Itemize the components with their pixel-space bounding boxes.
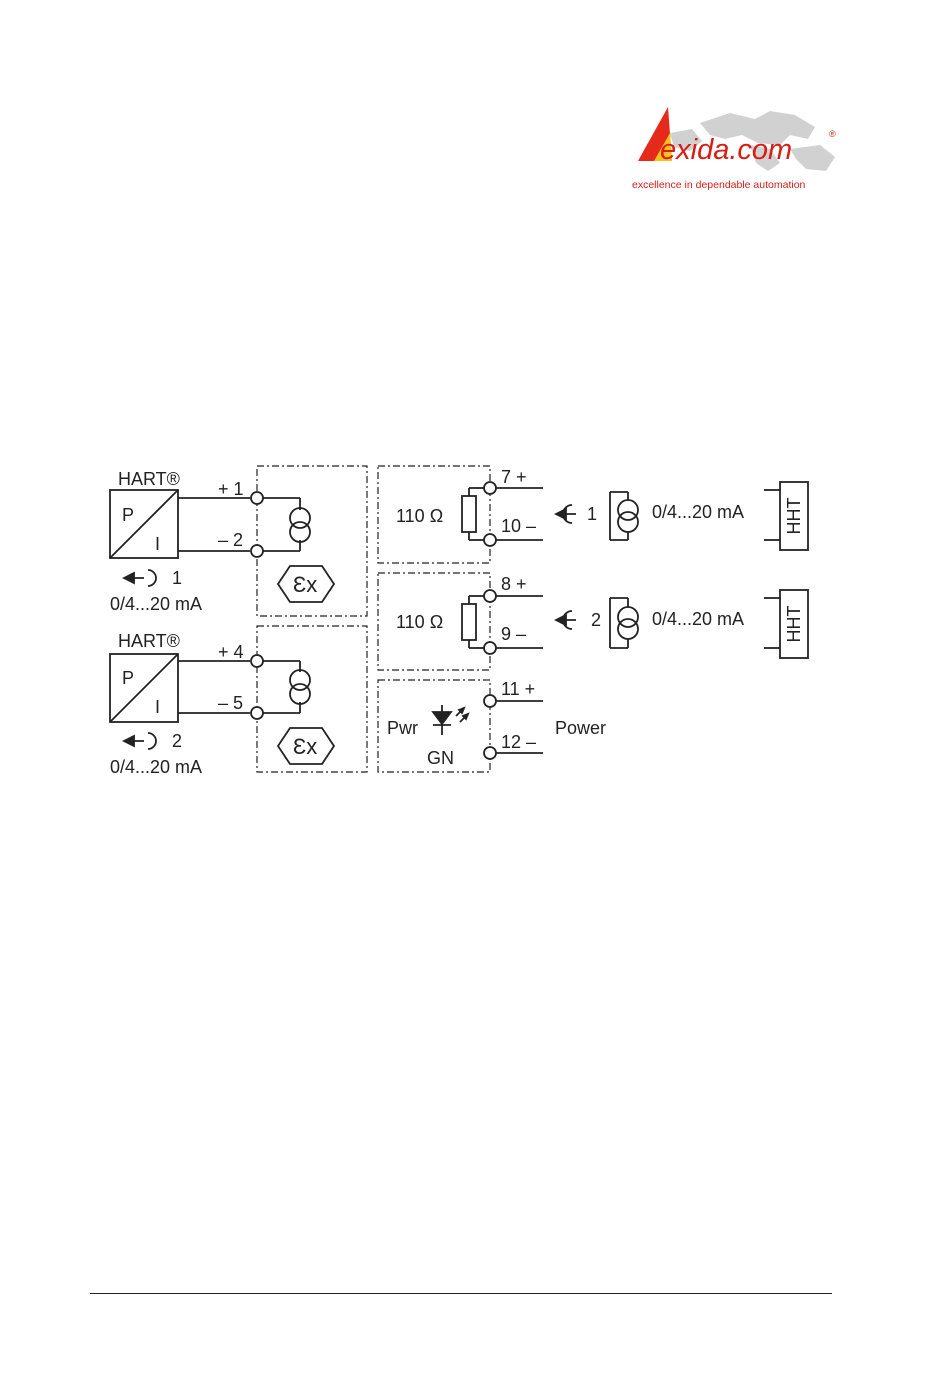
transmitter-p-label-2: P xyxy=(122,668,134,688)
led-icon xyxy=(433,705,468,735)
input-number-2: 2 xyxy=(172,731,182,751)
resistor-label-2: 110 Ω xyxy=(396,612,443,632)
terminal-10 xyxy=(484,534,496,546)
power-minus-label: 12 – xyxy=(501,732,536,752)
led-color-label: GN xyxy=(427,748,454,768)
input-range-2: 0/4...20 mA xyxy=(110,757,202,777)
terminal-7 xyxy=(484,482,496,494)
current-source-icon xyxy=(290,670,310,704)
output-current-source-icon xyxy=(610,492,638,540)
hart-label-1: HART® xyxy=(118,469,180,489)
output-number-2: 2 xyxy=(591,610,601,630)
transmitter-i-label-2: I xyxy=(155,697,160,717)
terminal-8 xyxy=(484,590,496,602)
output-arrow-icon xyxy=(556,505,576,523)
resistor-icon xyxy=(462,496,476,532)
output-range-2: 0/4...20 mA xyxy=(652,609,744,629)
power-label: Power xyxy=(555,718,606,738)
resistor-label-1: 110 Ω xyxy=(396,506,443,526)
transmitter-diagonal-2 xyxy=(110,654,178,722)
terminal-2 xyxy=(251,545,263,557)
output-minus-label-1: 10 – xyxy=(501,516,536,536)
transmitter-diagonal-1 xyxy=(110,490,178,558)
terminal-12 xyxy=(484,747,496,759)
output-range-1: 0/4...20 mA xyxy=(652,502,744,522)
resistor-icon xyxy=(462,604,476,640)
current-source-icon xyxy=(290,508,310,542)
terminal-plus-label-1: + 1 xyxy=(218,479,244,499)
input-arrow-icon xyxy=(124,733,156,749)
terminal-minus-label-2: – 5 xyxy=(218,693,243,713)
output-plus-label-1: 7 + xyxy=(501,467,527,487)
input-arrow-icon xyxy=(124,570,156,586)
terminal-4 xyxy=(251,655,263,667)
output-current-source-icon xyxy=(610,598,638,648)
terminal-5 xyxy=(251,707,263,719)
terminal-9 xyxy=(484,642,496,654)
input-number-1: 1 xyxy=(172,568,182,588)
channel-1 xyxy=(110,466,808,616)
output-number-1: 1 xyxy=(587,504,597,524)
hht-label-2: HHT xyxy=(784,606,804,643)
pwr-label: Pwr xyxy=(387,718,418,738)
input-range-1: 0/4...20 mA xyxy=(110,594,202,614)
power-plus-label: 11 + xyxy=(501,679,535,699)
transmitter-p-label-1: P xyxy=(122,505,134,525)
terminal-plus-label-2: + 4 xyxy=(218,642,244,662)
terminal-1 xyxy=(251,492,263,504)
transmitter-i-label-1: I xyxy=(155,534,160,554)
ex-symbol-1: Ɛx xyxy=(293,572,317,597)
output-minus-label-2: 9 – xyxy=(501,624,526,644)
output-arrow-icon xyxy=(556,611,576,629)
terminal-minus-label-1: – 2 xyxy=(218,530,243,550)
output-plus-label-2: 8 + xyxy=(501,574,527,594)
ex-symbol-2: Ɛx xyxy=(293,734,317,759)
footer-rule xyxy=(90,1293,832,1294)
terminal-11 xyxy=(484,695,496,707)
hht-label-1: HHT xyxy=(784,498,804,535)
hart-label-2: HART® xyxy=(118,631,180,651)
channel-2 xyxy=(110,573,808,772)
